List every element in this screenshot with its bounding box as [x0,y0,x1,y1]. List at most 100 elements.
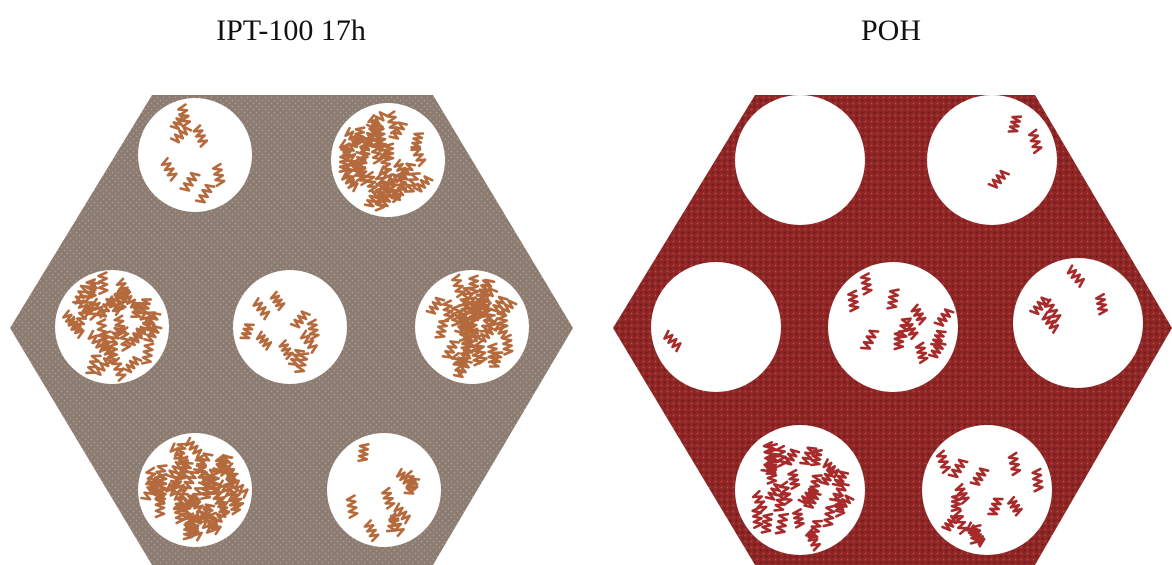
polymer-chain [87,329,106,354]
polymer-chain [367,114,384,136]
polymer-chain [927,341,947,359]
panel-left [10,95,573,565]
polymer-chain [663,329,682,353]
polymer-chain [354,155,369,177]
polymer-chain [762,441,775,466]
polymer-chain [85,278,97,300]
polymer-chain [803,491,822,509]
polymer-chain [379,151,393,175]
polymer-chain [859,272,873,296]
polymer-chain [799,446,818,466]
polymer-chain [412,175,434,193]
pore-left-3 [55,270,169,384]
polymer-chain [454,348,473,366]
polymer-chain [106,326,125,345]
polymer-chain [97,271,109,295]
polymer-chain [1031,467,1044,493]
polymer-chain [152,464,168,485]
pore-right-3 [651,262,781,392]
polymer-chain [460,311,484,330]
polymer-chain [193,509,213,534]
pore-circle [138,98,252,212]
polymer-chain [91,357,114,376]
polymer-chain [910,303,927,326]
polymer-chain [822,504,837,528]
polymer-chain [860,329,880,350]
polymer-chain [130,302,145,318]
polymer-chain [154,494,166,519]
pore-left-7 [327,433,441,547]
polymer-chain [306,318,320,341]
polymer-chain [764,483,784,501]
polymer-chain [224,462,239,488]
polymer-chain [96,318,109,343]
polymer-chain [496,308,509,331]
polymer-chain [380,173,403,192]
polymer-chain [181,470,200,490]
polymer-chain [299,329,318,354]
polymer-chain [847,289,860,313]
polymer-chain [818,468,837,486]
polymer-chain [160,157,178,182]
polymer-chain [781,448,801,466]
polymer-chain [169,442,189,466]
panel-right [613,95,1172,565]
polymer-chain [893,330,905,351]
pore-right-4 [828,262,958,392]
polymer-chain [829,482,850,503]
pore-right-5 [1013,258,1143,388]
polymer-chain [459,297,474,316]
pore-circle [233,270,347,384]
polymer-chain [344,126,362,148]
polymer-chain [491,316,508,340]
polymer-chain [403,470,419,494]
polymer-chain [184,436,203,459]
polymer-chain [211,485,229,511]
polymer-chain [896,317,912,339]
polymer-chain [125,327,147,347]
polymer-chain [179,502,193,522]
polymer-chain [169,125,193,144]
polymer-chain [441,299,455,322]
polymer-chain [886,288,900,310]
polymer-chain [239,323,255,340]
polymer-chain [179,171,201,192]
polymer-chain [388,121,408,140]
polymer-chain [751,505,764,529]
polymer-chain [111,356,127,382]
polymer-chain [434,319,450,339]
polymer-chain [1007,115,1023,133]
polymer-chain [72,311,90,331]
pore-circle [927,95,1057,225]
polymer-chain [165,482,184,505]
polymer-chain [451,273,466,299]
polymer-chain [765,454,781,475]
panel-title-left: IPT-100 17h [216,14,366,47]
polymer-chain [385,110,400,135]
polymer-chain [935,449,951,474]
polymer-chain [1041,310,1060,334]
polymer-chain [363,190,382,208]
polymer-chain [278,339,294,361]
polymer-chain [441,340,461,359]
polymer-chain [194,454,208,479]
polymer-chain [807,474,823,494]
polymer-chain [289,310,311,329]
polymer-chain [792,508,805,529]
polymer-chain [90,297,107,319]
polymer-chain [805,528,821,552]
polymer-chain [452,359,473,379]
polymer-chain [478,300,491,319]
polymer-chain [122,355,143,374]
polymer-chain [941,514,961,532]
polymer-chain [255,330,273,351]
polymer-chain [807,519,823,539]
polymer-chain [72,284,91,305]
polymer-chain [345,494,359,519]
pore-left-1 [138,98,252,212]
polymer-chain [363,519,380,543]
polymer-chain [760,512,774,534]
polymer-chain [947,458,969,479]
polymer-chain [476,325,498,343]
polymer-chain [393,502,411,525]
